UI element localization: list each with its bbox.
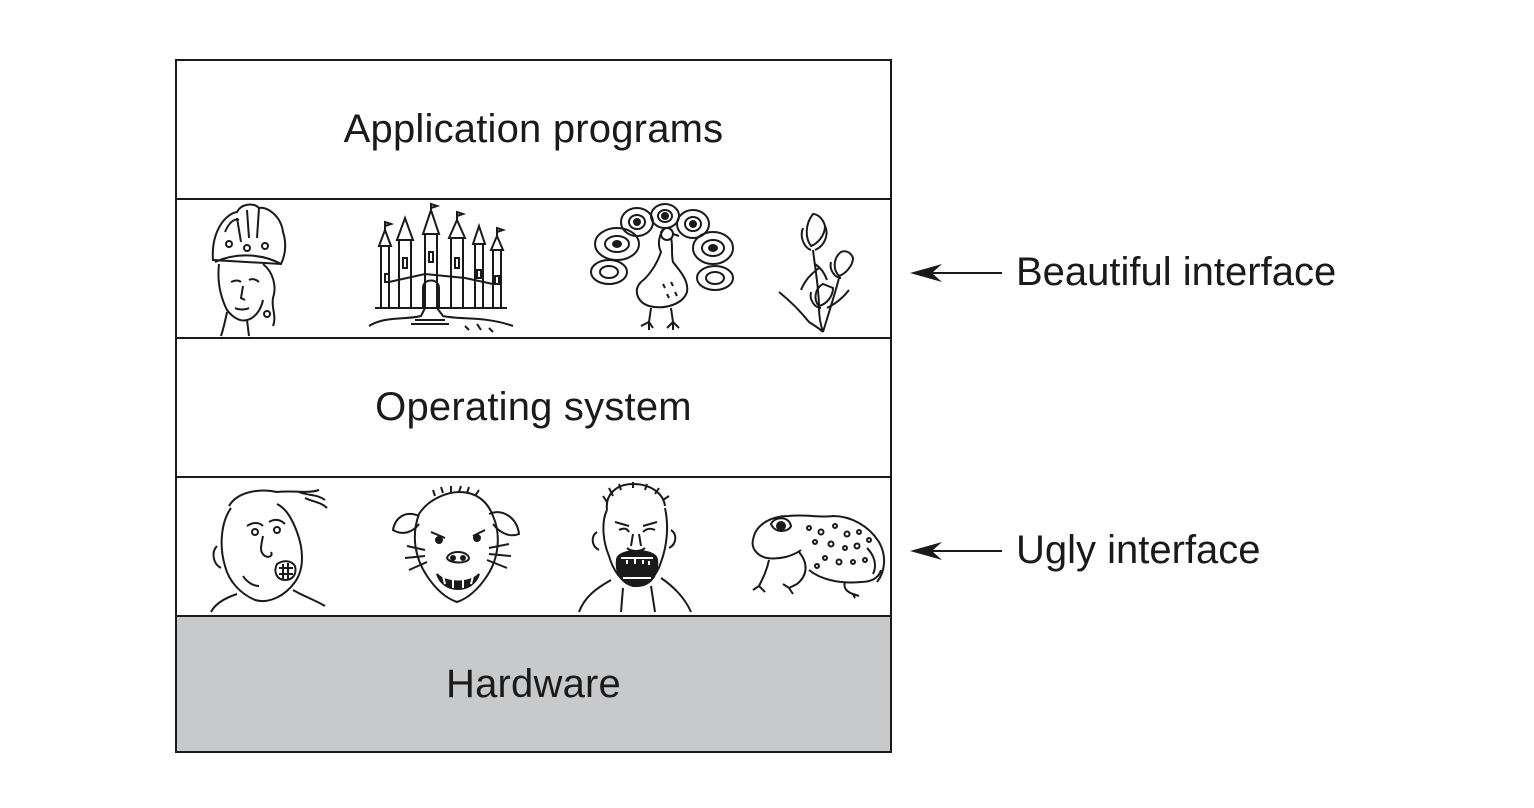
- ugly-interface-layer: [177, 478, 890, 617]
- application-programs-layer: Application programs: [177, 61, 890, 200]
- toad-icon: [749, 504, 889, 599]
- hardware-label: Hardware: [446, 661, 621, 706]
- queen-icon: [207, 202, 291, 337]
- beautiful-interface-label: Beautiful interface: [1016, 250, 1337, 294]
- flower-icon: [775, 208, 867, 334]
- operating-system-label: Operating system: [375, 385, 692, 429]
- ugly-interface-label: Ugly interface: [1016, 528, 1261, 572]
- castle-icon: [365, 202, 517, 334]
- wild-hog-icon: [389, 485, 525, 610]
- grimacing-face-icon: [207, 486, 329, 613]
- beautiful-interface-callout: Beautiful interface: [908, 250, 1336, 295]
- operating-system-layer: Operating system: [177, 339, 890, 478]
- hardware-layer: Hardware: [177, 617, 890, 751]
- left-arrow-icon: [910, 541, 1002, 560]
- left-arrow-icon: [910, 263, 1002, 282]
- application-programs-label: Application programs: [343, 107, 724, 151]
- peacock-icon: [587, 203, 737, 334]
- layer-stack: Application programs: [175, 59, 892, 753]
- beautiful-interface-layer: [177, 200, 890, 339]
- screaming-face-icon: [577, 482, 695, 614]
- ugly-interface-callout: Ugly interface: [908, 528, 1261, 573]
